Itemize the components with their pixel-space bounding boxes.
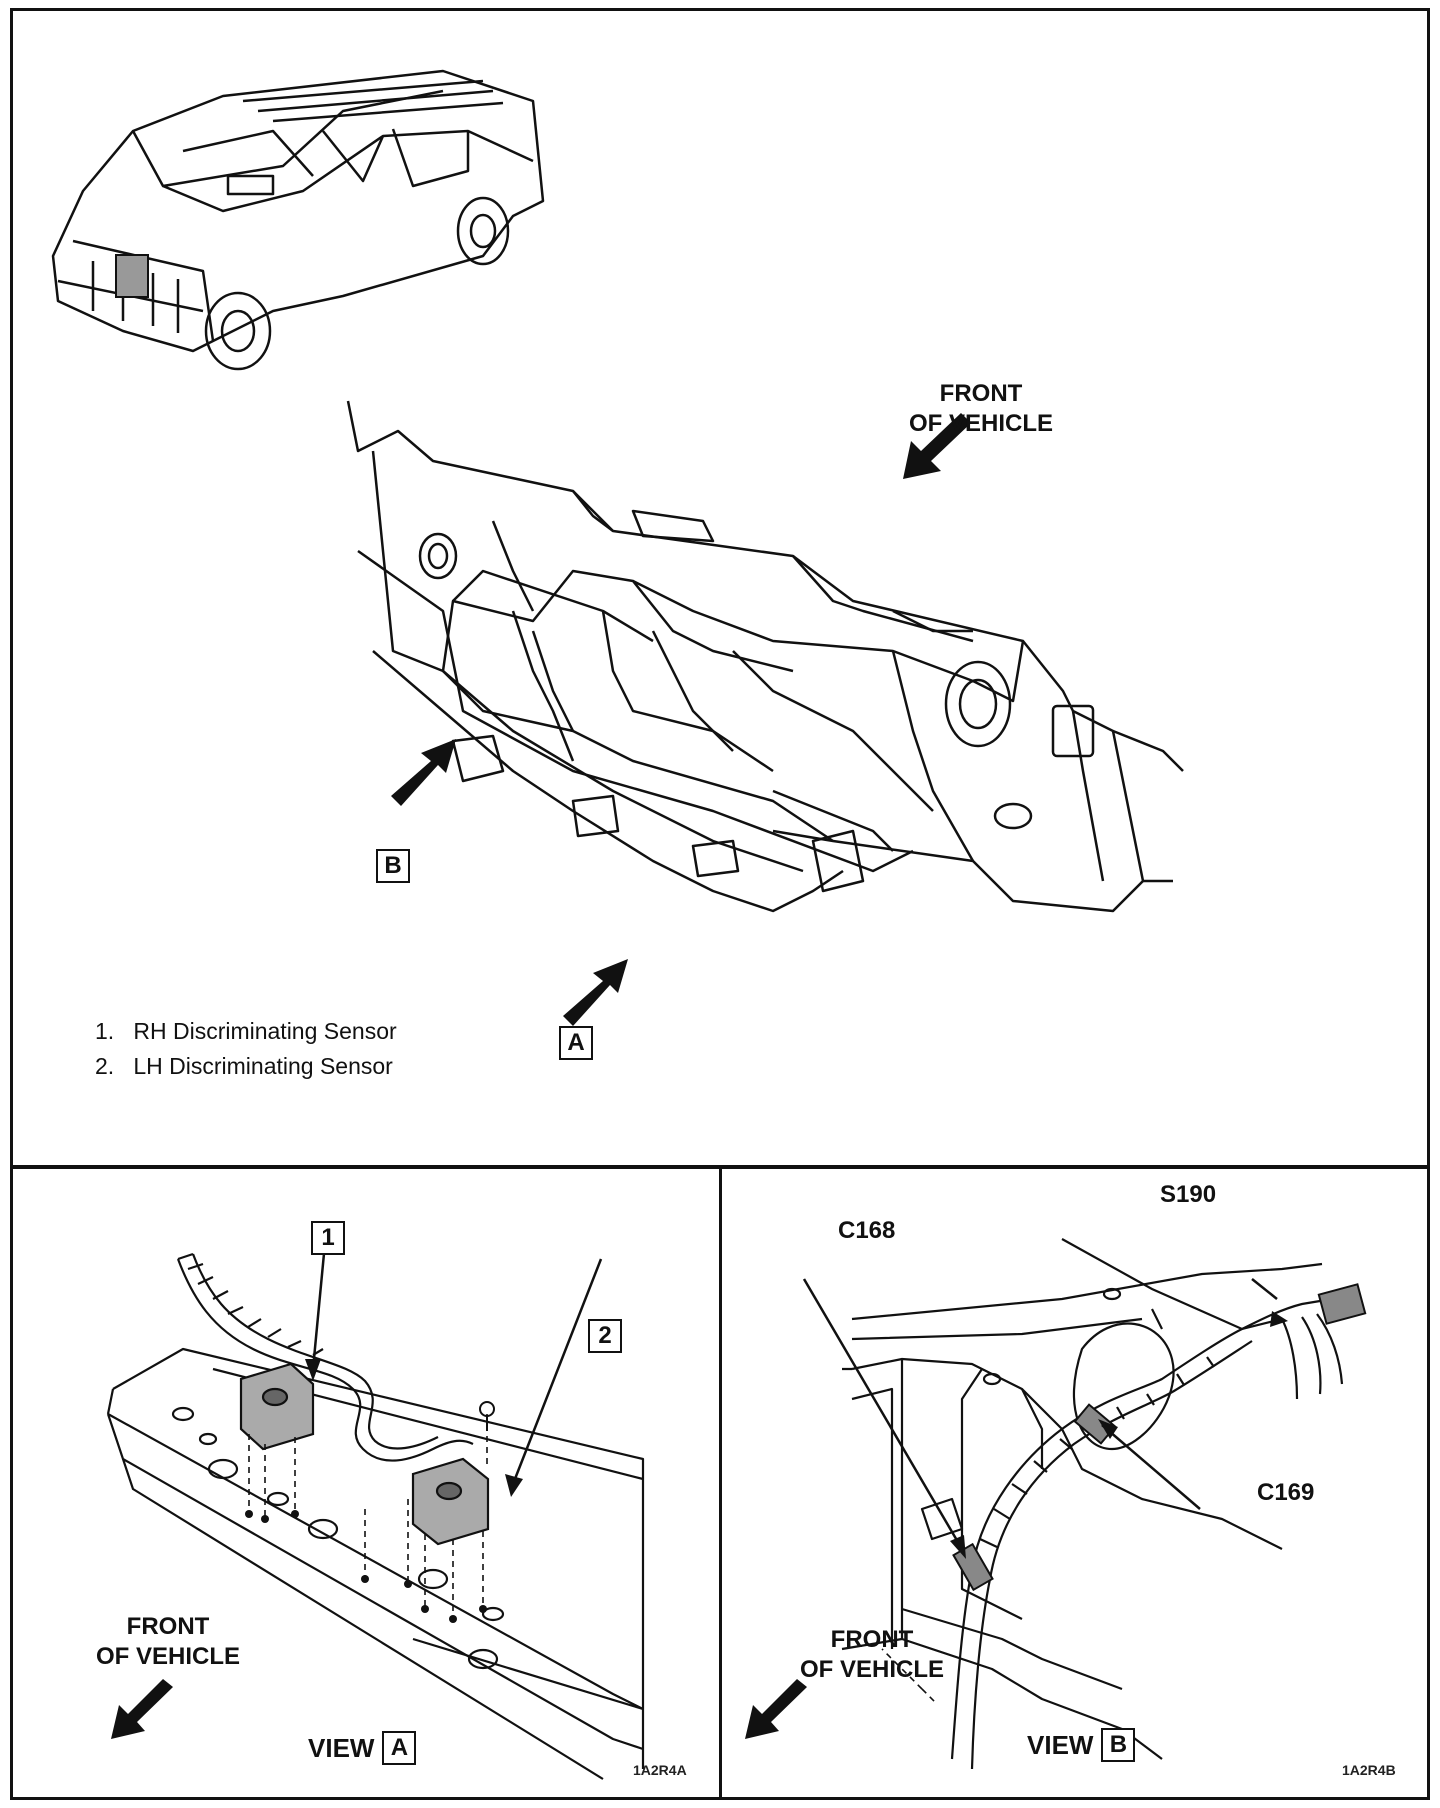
view-letter-box: A bbox=[382, 1731, 417, 1765]
front-arrow-icon bbox=[903, 413, 971, 479]
callout-1-arrowhead bbox=[305, 1359, 321, 1381]
view-letter-box: B bbox=[1101, 1728, 1136, 1762]
sensor-lh-drawing bbox=[411, 1457, 490, 1546]
callout-2-leader bbox=[511, 1258, 603, 1485]
bolt-markers bbox=[245, 1510, 487, 1623]
wiring-harness-drawing bbox=[176, 1252, 474, 1462]
front-label-line2: OF VEHICLE bbox=[799, 1656, 944, 1683]
front-label-line1: FRONT bbox=[830, 1626, 914, 1653]
figure-code: 1A2R4B bbox=[1342, 1762, 1396, 1778]
c168-leader bbox=[802, 1278, 964, 1550]
view-word: VIEW bbox=[308, 1733, 375, 1763]
legend-text: RH Discriminating Sensor bbox=[133, 1018, 397, 1044]
front-arrow-icon bbox=[111, 1679, 173, 1739]
view-a-drawing bbox=[106, 1242, 645, 1780]
legend-text: LH Discriminating Sensor bbox=[133, 1053, 393, 1079]
s190-arrowhead bbox=[1270, 1311, 1288, 1327]
view-a-title: VIEW A bbox=[308, 1731, 417, 1765]
overview-panel: FRONT OF VEHICLE B A 1. RH Discriminatin… bbox=[10, 8, 1430, 1168]
arrow-b-icon bbox=[391, 739, 456, 806]
view-a-panel: 1 2 FRONT OF VEHICLE VIEW A 1A2R4A bbox=[10, 1166, 722, 1800]
callout-2-arrowhead bbox=[505, 1474, 523, 1497]
callout-1: 1 bbox=[311, 1221, 345, 1255]
arrow-a-icon bbox=[563, 959, 628, 1026]
front-arrow-icon bbox=[745, 1679, 807, 1739]
body-panel-drawing bbox=[841, 1262, 1323, 1760]
view-b-title: VIEW B bbox=[1027, 1728, 1136, 1762]
c168-arrowhead bbox=[950, 1535, 966, 1559]
legend-item: 2. LH Discriminating Sensor bbox=[95, 1049, 397, 1084]
legend-item: 1. RH Discriminating Sensor bbox=[95, 1014, 397, 1049]
callout-b: B bbox=[376, 849, 410, 883]
s190-leader bbox=[1251, 1278, 1278, 1300]
c169-arrowhead bbox=[1098, 1419, 1118, 1439]
c169-leader bbox=[1101, 1424, 1201, 1510]
callout-1-leader bbox=[311, 1242, 327, 1370]
legend-number: 2. bbox=[95, 1053, 115, 1079]
callout-a: A bbox=[559, 1026, 593, 1060]
van-illustration bbox=[51, 69, 545, 371]
view-b-panel: S190 C168 C169 FRONT OF VEHICLE VIEW B 1… bbox=[719, 1166, 1430, 1800]
front-label-line2: OF VEHICLE bbox=[908, 410, 1053, 437]
figure-code: 1A2R4A bbox=[633, 1762, 687, 1778]
c168-label: C168 bbox=[838, 1217, 896, 1244]
front-of-vehicle-label: FRONT OF VEHICLE bbox=[777, 1625, 967, 1685]
legend: 1. RH Discriminating Sensor 2. LH Discri… bbox=[95, 1014, 397, 1084]
sensor-rh-drawing bbox=[239, 1362, 315, 1451]
front-label-line1: FRONT bbox=[126, 1613, 210, 1640]
front-label-line2: OF VEHICLE bbox=[95, 1643, 240, 1670]
legend-number: 1. bbox=[95, 1018, 115, 1044]
sensor-location-marker bbox=[115, 254, 149, 298]
s190-label: S190 bbox=[1160, 1181, 1217, 1208]
front-of-vehicle-label: FRONT OF VEHICLE bbox=[891, 379, 1071, 439]
overview-drawing bbox=[51, 69, 1184, 1026]
bolt-icon bbox=[479, 1401, 495, 1431]
s190-leader-line bbox=[1061, 1238, 1283, 1331]
mounting-lines bbox=[248, 1414, 488, 1619]
c169-label: C169 bbox=[1257, 1479, 1315, 1506]
front-label-line1: FRONT bbox=[939, 380, 1023, 407]
wiring-harness-drawing bbox=[950, 1297, 1344, 1770]
radiator-support-drawing bbox=[346, 400, 1184, 913]
view-b-drawing bbox=[745, 1238, 1367, 1770]
crossmember-drawing bbox=[106, 1347, 645, 1780]
connector-drawing bbox=[952, 1283, 1367, 1592]
front-of-vehicle-label: FRONT OF VEHICLE bbox=[73, 1612, 263, 1672]
callout-2: 2 bbox=[588, 1319, 622, 1353]
view-word: VIEW bbox=[1027, 1730, 1094, 1760]
routing-lines bbox=[881, 1648, 938, 1705]
